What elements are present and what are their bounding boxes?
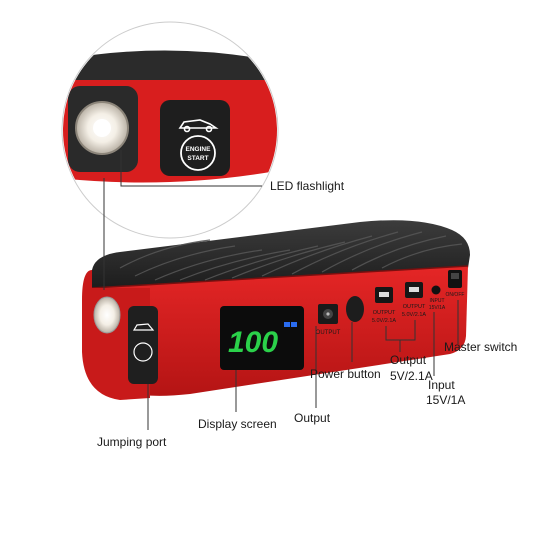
usb1-label-2: 5.0V/2.1A	[372, 318, 396, 324]
display-value: 100	[228, 326, 278, 359]
label-usb-output-1: Output	[390, 353, 427, 367]
magnified-callout: ENGINE START	[61, 21, 279, 239]
label-display-screen: Display screen	[198, 417, 277, 431]
power-bank: 100 OUTPUT OUTPUT 5.0V/2.1A OUTPUT 5.0V/…	[82, 220, 470, 400]
car-icon	[178, 119, 219, 133]
label-jumping-port: Jumping port	[97, 435, 167, 449]
dc-output-text: OUTPUT	[316, 330, 341, 336]
usb2-label-1: OUTPUT	[403, 304, 426, 310]
engine-start-line2: START	[187, 155, 208, 162]
end-led	[93, 296, 121, 334]
power-button	[346, 296, 364, 322]
usb2-label-2: 5.0V/2.1A	[402, 312, 426, 318]
jumping-port	[128, 306, 158, 384]
label-usb-output-2: 5V/2.1A	[390, 369, 433, 383]
label-input-1: Input	[428, 378, 455, 392]
label-master-switch: Master switch	[444, 340, 517, 354]
engine-start-button	[180, 135, 216, 171]
label-input-2: 15V/1A	[426, 393, 465, 407]
display-screen	[220, 306, 304, 370]
usb1-label-1: OUTPUT	[373, 310, 396, 316]
input-jack	[431, 285, 441, 295]
leader-lines	[103, 150, 459, 430]
input-label-1: INPUT	[430, 298, 445, 304]
label-power-button: Power button	[310, 367, 381, 381]
label-output: Output	[294, 411, 331, 425]
switch-label: ON/OFF	[446, 292, 465, 298]
label-led-flashlight: LED flashlight	[270, 179, 345, 193]
input-label-2: 15V/1A	[429, 305, 446, 311]
engine-start-line1: ENGINE	[186, 146, 212, 153]
